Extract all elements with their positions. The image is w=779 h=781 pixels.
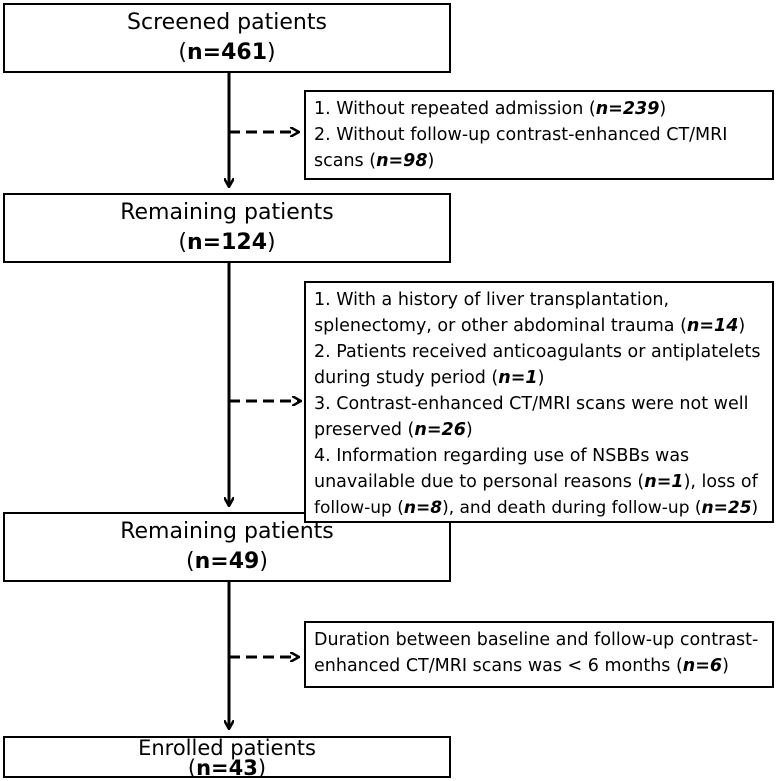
exclusion-line: 3. Contrast-enhanced CT/MRI scans were n… (314, 394, 749, 414)
exclusion-box-1: 1. Without repeated admission (n=239) 2.… (304, 90, 774, 180)
box-remaining-patients-2: Remaining patients (n=49) (3, 512, 451, 582)
exclusion-line: 4. Information regarding use of NSBBs wa… (314, 446, 690, 466)
exclusion-line: 1. Without repeated admission (n=239) (314, 99, 667, 119)
exclusion-line: splenectomy, or other abdominal trauma (… (314, 316, 746, 336)
exclusion-line: unavailable due to personal reasons (n=1… (314, 472, 758, 492)
box-count: (n=124) (178, 230, 276, 255)
box-count: (n=461) (178, 40, 276, 65)
exclusion-box-2: 1. With a history of liver transplantati… (304, 281, 774, 523)
box-remaining-patients-1: Remaining patients (n=124) (3, 193, 451, 263)
box-title: Remaining patients (120, 519, 334, 544)
exclusion-line: scans (n=98) (314, 151, 435, 171)
box-screened-patients: Screened patients (n=461) (3, 3, 451, 73)
exclusion-line: during study period (n=1) (314, 368, 545, 388)
exclusion-line: 2. Patients received anticoagulants or a… (314, 342, 761, 362)
exclusion-line: preserved (n=26) (314, 420, 473, 440)
exclusion-line: 2. Without follow-up contrast-enhanced C… (314, 125, 728, 145)
box-count: (n=43) (187, 756, 267, 780)
box-title: Enrolled patients (138, 736, 316, 760)
exclusion-line: Duration between baseline and follow-up … (314, 630, 759, 650)
exclusion-line: follow-up (n=8), and death during follow… (314, 498, 759, 518)
exclusion-box-3: Duration between baseline and follow-up … (304, 621, 774, 688)
box-title: Screened patients (127, 10, 327, 35)
box-title: Remaining patients (120, 200, 334, 225)
exclusion-line: enhanced CT/MRI scans was < 6 months (n=… (314, 656, 729, 676)
box-enrolled-patients: Enrolled patients (n=43) (3, 736, 451, 780)
box-count: (n=49) (186, 549, 268, 574)
exclusion-line: 1. With a history of liver transplantati… (314, 290, 670, 310)
